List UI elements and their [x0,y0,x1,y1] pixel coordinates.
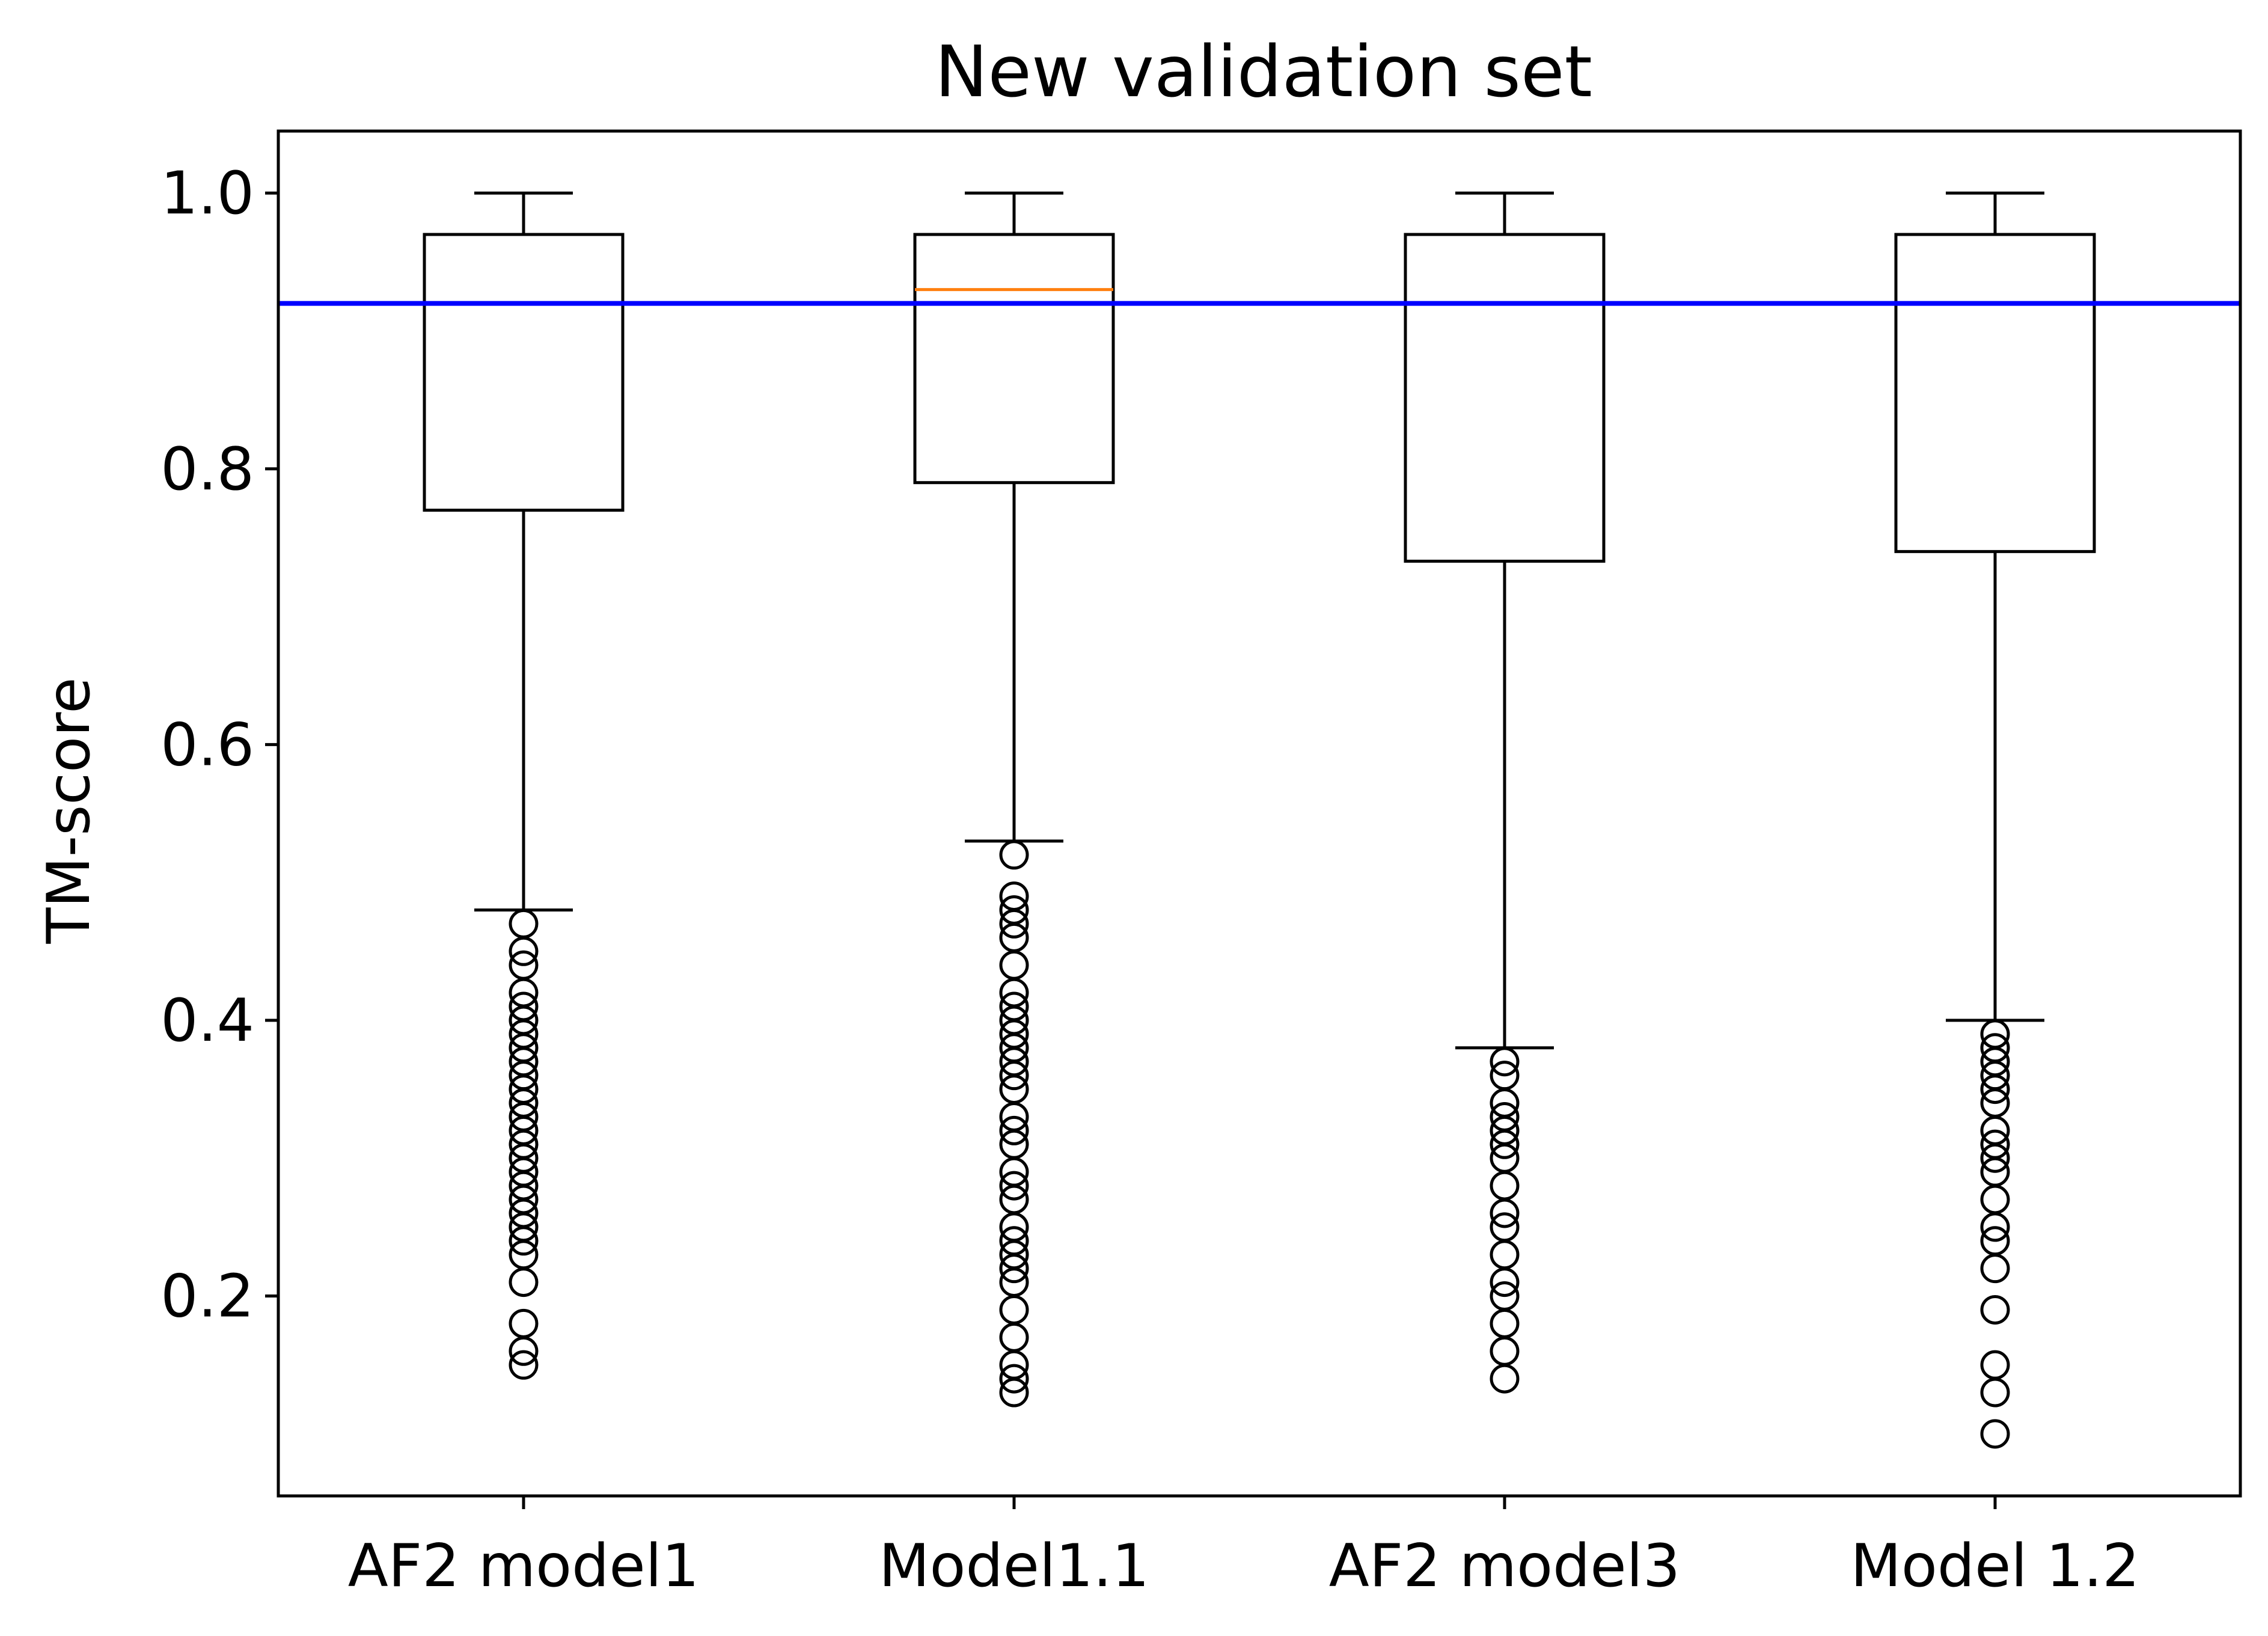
outlier-point [1980,1419,2010,1449]
outlier-point [509,1308,539,1338]
iqr-box [1404,233,1606,563]
chart-title: New validation set [935,30,1592,113]
outlier-point [1490,1171,1520,1201]
y-tick-label: 0.8 [160,435,254,504]
outlier-point [999,950,1029,980]
outlier-point [509,908,539,939]
outlier-point [1980,1184,2010,1215]
outlier-point [1980,1143,2010,1173]
iqr-box [1894,233,2096,553]
plot-frame [277,129,2242,1498]
box-group [423,191,625,1380]
outlier-point [999,1254,1029,1284]
outlier-point [999,908,1029,939]
outlier-point [1490,1308,1520,1338]
outlier-point [1980,1212,2010,1242]
outlier-point [999,1377,1029,1408]
outlier-point [999,1061,1029,1091]
outlier-point [1980,1350,2010,1380]
y-tick-label: 0.4 [160,987,254,1055]
outlier-point [1980,1377,2010,1408]
y-axis-label: TM-score [35,677,103,944]
outlier-point [1980,1074,2010,1104]
x-tick-label: AF2 model1 [348,1532,699,1601]
outlier-point [1980,1294,2010,1325]
y-axis: 0.2 0.4 0.6 0.8 1.0 [160,159,278,1331]
outlier-point [509,1350,539,1380]
y-tick-label: 1.0 [160,159,254,228]
outlier-point [1490,1240,1520,1270]
outlier-point [509,936,539,966]
outlier-point [1490,1364,1520,1394]
outlier-point [999,840,1029,870]
y-tick-label: 0.2 [160,1263,254,1331]
outlier-point [1490,1198,1520,1228]
x-tick-label: Model 1.2 [1850,1532,2139,1601]
outlier-point [1490,1267,1520,1297]
iqr-box [913,233,1115,485]
box-group [913,191,1115,1408]
outlier-point [1490,1047,1520,1077]
outlier-point [509,1336,539,1366]
plot-area [278,191,2240,1449]
box-group [1404,191,1606,1394]
outlier-point [999,1364,1029,1394]
outlier-point [1980,1254,2010,1284]
x-tick-label: AF2 model3 [1329,1532,1680,1601]
outlier-point [1490,1129,1520,1159]
outlier-point [509,1226,539,1256]
iqr-box [423,233,625,512]
box-group [1894,191,2096,1449]
x-tick-label: Model1.1 [879,1532,1149,1601]
outlier-point [999,1171,1029,1201]
x-axis: AF2 model1 Model1.1 AF2 model3 Model 1.2 [348,1496,2140,1601]
outlier-point [509,1267,539,1297]
outlier-point [999,1294,1029,1325]
outlier-point [1490,1336,1520,1366]
y-tick-label: 0.6 [160,711,254,779]
outlier-point [999,1115,1029,1145]
outlier-point [999,1322,1029,1352]
